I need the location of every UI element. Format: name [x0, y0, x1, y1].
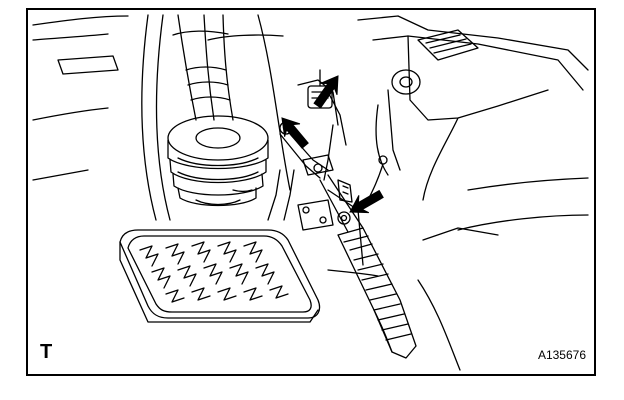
floor-panel-lines — [32, 14, 589, 371]
callout-arrows — [281, 75, 384, 214]
illustration-frame: T A135676 — [26, 8, 596, 376]
pedal-linkage — [279, 79, 353, 231]
brake-pedal — [119, 229, 321, 323]
view-letter-label: T — [40, 341, 53, 363]
steering-shaft — [172, 14, 234, 121]
brake-arm — [267, 169, 295, 221]
arrow-icon — [281, 117, 309, 149]
figure-id-label: A135676 — [537, 348, 586, 362]
pedal-assembly-illustration — [32, 14, 589, 371]
upper-pad — [417, 29, 479, 61]
arrow-icon — [313, 75, 339, 109]
accelerator-pedal — [319, 174, 417, 359]
arrow-icon — [349, 189, 384, 214]
steering-boot — [167, 115, 269, 207]
